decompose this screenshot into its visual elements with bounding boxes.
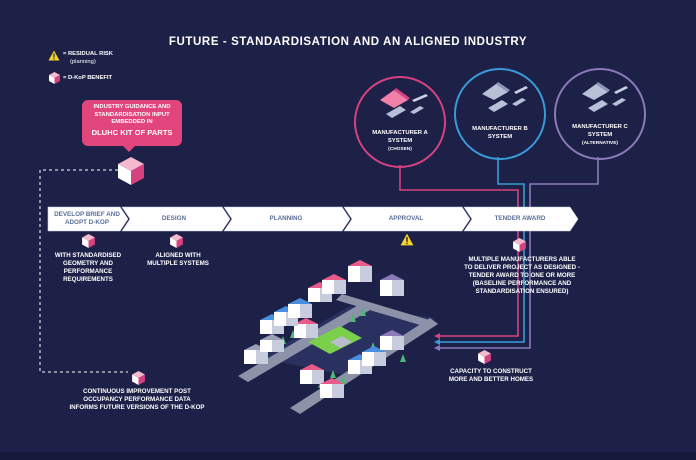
- cube-icon: [513, 238, 526, 252]
- guidance-cube-icon: [118, 157, 144, 185]
- note-brief-line-1: WITH STANDARDISED: [54, 252, 122, 259]
- guidance-line-1: INDUSTRY GUIDANCE AND: [93, 104, 171, 110]
- stage-design: DESIGN: [161, 215, 187, 222]
- cube-icon: [132, 371, 145, 385]
- manufacturer-c-label-1: MANUFACTURER C: [572, 124, 628, 130]
- diagram-title: FUTURE - STANDARDISATION AND AN ALIGNED …: [168, 36, 528, 48]
- note-capacity-line-2: MORE AND BETTER HOMES: [448, 376, 534, 383]
- legend: = RESIDUAL RISK (planning) = D-KoP BENEF…: [48, 50, 168, 90]
- warning-icon: [48, 50, 60, 61]
- manufacturer-c-sub: (ALTERNATIVE): [581, 141, 619, 146]
- legend-risk-label: = RESIDUAL RISK: [63, 51, 113, 57]
- cube-icon: [82, 234, 95, 248]
- housing-development-illustration: [238, 260, 438, 414]
- footer-band: [0, 452, 696, 460]
- note-design: ALIGNED WITH MULTIPLE SYSTEMS: [138, 252, 218, 268]
- guidance-box: INDUSTRY GUIDANCE AND STANDARDISATION IN…: [82, 100, 182, 146]
- legend-benefit-label: = D-KoP BENEFIT: [63, 75, 113, 81]
- note-design-line-2: MULTIPLE SYSTEMS: [147, 260, 209, 267]
- stage-tender-award: TENDER AWARD: [494, 215, 546, 222]
- note-tender-line-3: TENDER AWARD TO ONE OR MORE: [468, 272, 576, 279]
- note-design-line-1: ALIGNED WITH: [155, 252, 201, 259]
- warning-icon: [400, 233, 414, 246]
- note-tender: MULTIPLE MANUFACTURERS ABLE TO DELIVER P…: [452, 256, 592, 296]
- manufacturer-a-sub: (CHOSEN): [388, 147, 412, 152]
- manufacturer-a-circle: MANUFACTURER A SYSTEM (CHOSEN): [354, 76, 446, 168]
- note-tender-line-5: STANDARDISATION ENSURED): [475, 288, 569, 295]
- note-improvement: CONTINUOUS IMPROVEMENT POST OCCUPANCY PE…: [62, 388, 212, 412]
- stage-planning: PLANNING: [269, 215, 303, 222]
- note-tender-line-4: (BASELINE PERFORMANCE AND: [472, 280, 572, 287]
- stage-develop-brief-line-1: DEVELOP BRIEF AND: [54, 211, 120, 218]
- guidance-line-2: STANDARDISATION INPUT: [94, 111, 170, 118]
- guidance-line-3: EMBEDDED IN: [111, 119, 153, 125]
- note-improvement-line-1: CONTINUOUS IMPROVEMENT POST: [83, 388, 191, 395]
- note-improvement-line-2: OCCUPANCY PERFORMANCE DATA: [83, 396, 191, 403]
- note-improvement-line-3: INFORMS FUTURE VERSIONS OF THE D-KOP: [69, 404, 205, 411]
- note-brief: WITH STANDARDISED GEOMETRY AND PERFORMAN…: [42, 252, 134, 284]
- guidance-pointer: [122, 145, 136, 152]
- manufacturer-a-label-1: MANUFACTURER A: [372, 130, 428, 136]
- stage-approval: APPROVAL: [388, 215, 424, 222]
- manufacturer-a-label-2: SYSTEM: [387, 138, 413, 144]
- stage-develop-brief-line-2: ADOPT D-KOP: [64, 219, 110, 226]
- note-capacity-line-1: CAPACITY TO CONSTRUCT: [450, 368, 532, 375]
- note-brief-line-3: PERFORMANCE: [63, 268, 113, 275]
- manufacturer-b-label-2: SYSTEM: [487, 134, 513, 140]
- manufacturer-c-circle: MANUFACTURER C SYSTEM (ALTERNATIVE): [554, 68, 646, 160]
- roof-panel-icon: [582, 82, 628, 112]
- note-brief-line-4: REQUIREMENTS: [63, 276, 113, 283]
- roof-panel-icon: [482, 82, 528, 112]
- cube-icon: [49, 72, 60, 84]
- note-brief-line-2: GEOMETRY AND: [63, 260, 113, 267]
- manufacturer-b-label-1: MANUFACTURER B: [472, 126, 528, 132]
- note-tender-line-2: TO DELIVER PROJECT AS DESIGNED -: [464, 264, 580, 271]
- note-tender-line-1: MULTIPLE MANUFACTURERS ABLE: [468, 256, 576, 263]
- roof-panel-icon: [380, 88, 428, 118]
- cube-icon: [170, 234, 183, 248]
- cube-icon: [478, 350, 491, 364]
- stage-develop-brief: DEVELOP BRIEF AND ADOPT D-KOP: [48, 211, 126, 227]
- manufacturer-c-label-2: SYSTEM: [587, 132, 613, 138]
- manufacturer-b-circle: MANUFACTURER B SYSTEM: [454, 68, 546, 160]
- note-capacity: CAPACITY TO CONSTRUCT MORE AND BETTER HO…: [436, 368, 546, 384]
- guidance-line-4: DLUHC KIT OF PARTS: [91, 127, 173, 137]
- legend-risk-sub: (planning): [70, 59, 96, 65]
